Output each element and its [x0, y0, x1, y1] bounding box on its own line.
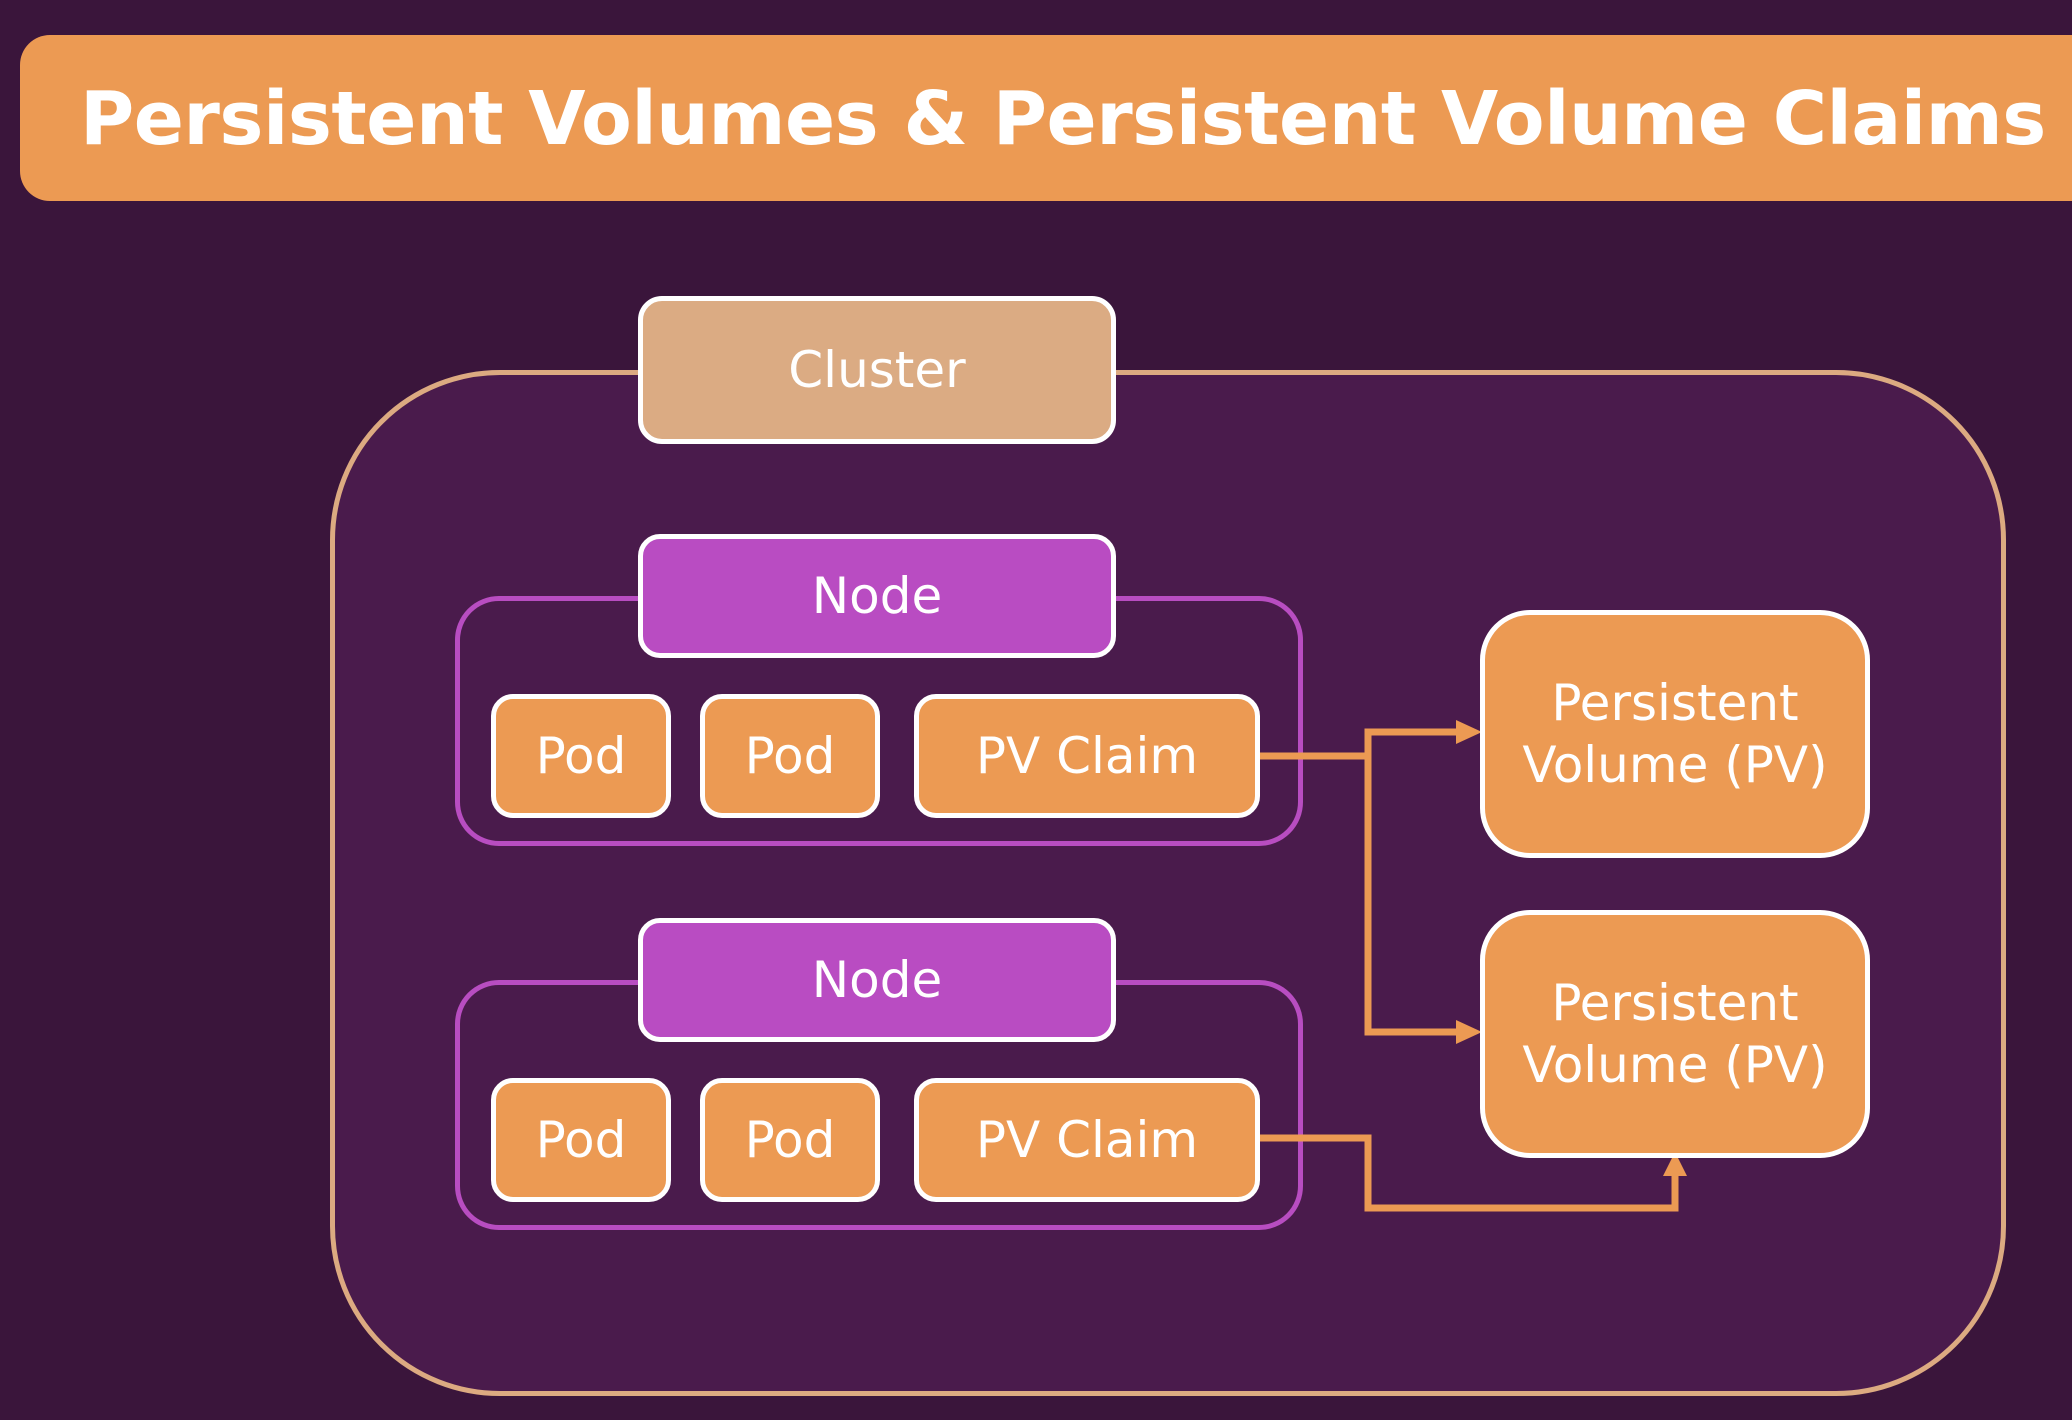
node-2-pod-2: Pod	[700, 1078, 880, 1202]
pv-2-line2: Volume (PV)	[1522, 1036, 1828, 1094]
node-2-pod-1: Pod	[491, 1078, 671, 1202]
cluster-label: Cluster	[638, 296, 1116, 444]
connector-claim2-to-pv2	[1256, 1134, 1679, 1212]
connector-claim1-to-pv2	[1364, 756, 1456, 1036]
page-title: Persistent Volumes & Persistent Volume C…	[80, 76, 2046, 162]
node-label-2: Node	[638, 918, 1116, 1042]
pv-1-line1: Persistent	[1551, 674, 1799, 732]
connector-claim1-to-pv1	[1256, 728, 1456, 760]
arrowhead-pv1	[1456, 720, 1482, 744]
node-label-1: Node	[638, 534, 1116, 658]
node-1-pod-2: Pod	[700, 694, 880, 818]
pv-2-line1: Persistent	[1551, 974, 1799, 1032]
persistent-volume-2: Persistent Volume (PV)	[1480, 910, 1870, 1158]
pv-1-line2: Volume (PV)	[1522, 736, 1828, 794]
persistent-volume-1: Persistent Volume (PV)	[1480, 610, 1870, 858]
arrowhead-pv2-bottom	[1663, 1152, 1687, 1176]
node-1-pod-1: Pod	[491, 694, 671, 818]
node-2-pv-claim: PV Claim	[914, 1078, 1260, 1202]
title-banner: Persistent Volumes & Persistent Volume C…	[20, 35, 2072, 201]
node-1-pv-claim: PV Claim	[914, 694, 1260, 818]
arrowhead-pv2	[1456, 1020, 1482, 1044]
